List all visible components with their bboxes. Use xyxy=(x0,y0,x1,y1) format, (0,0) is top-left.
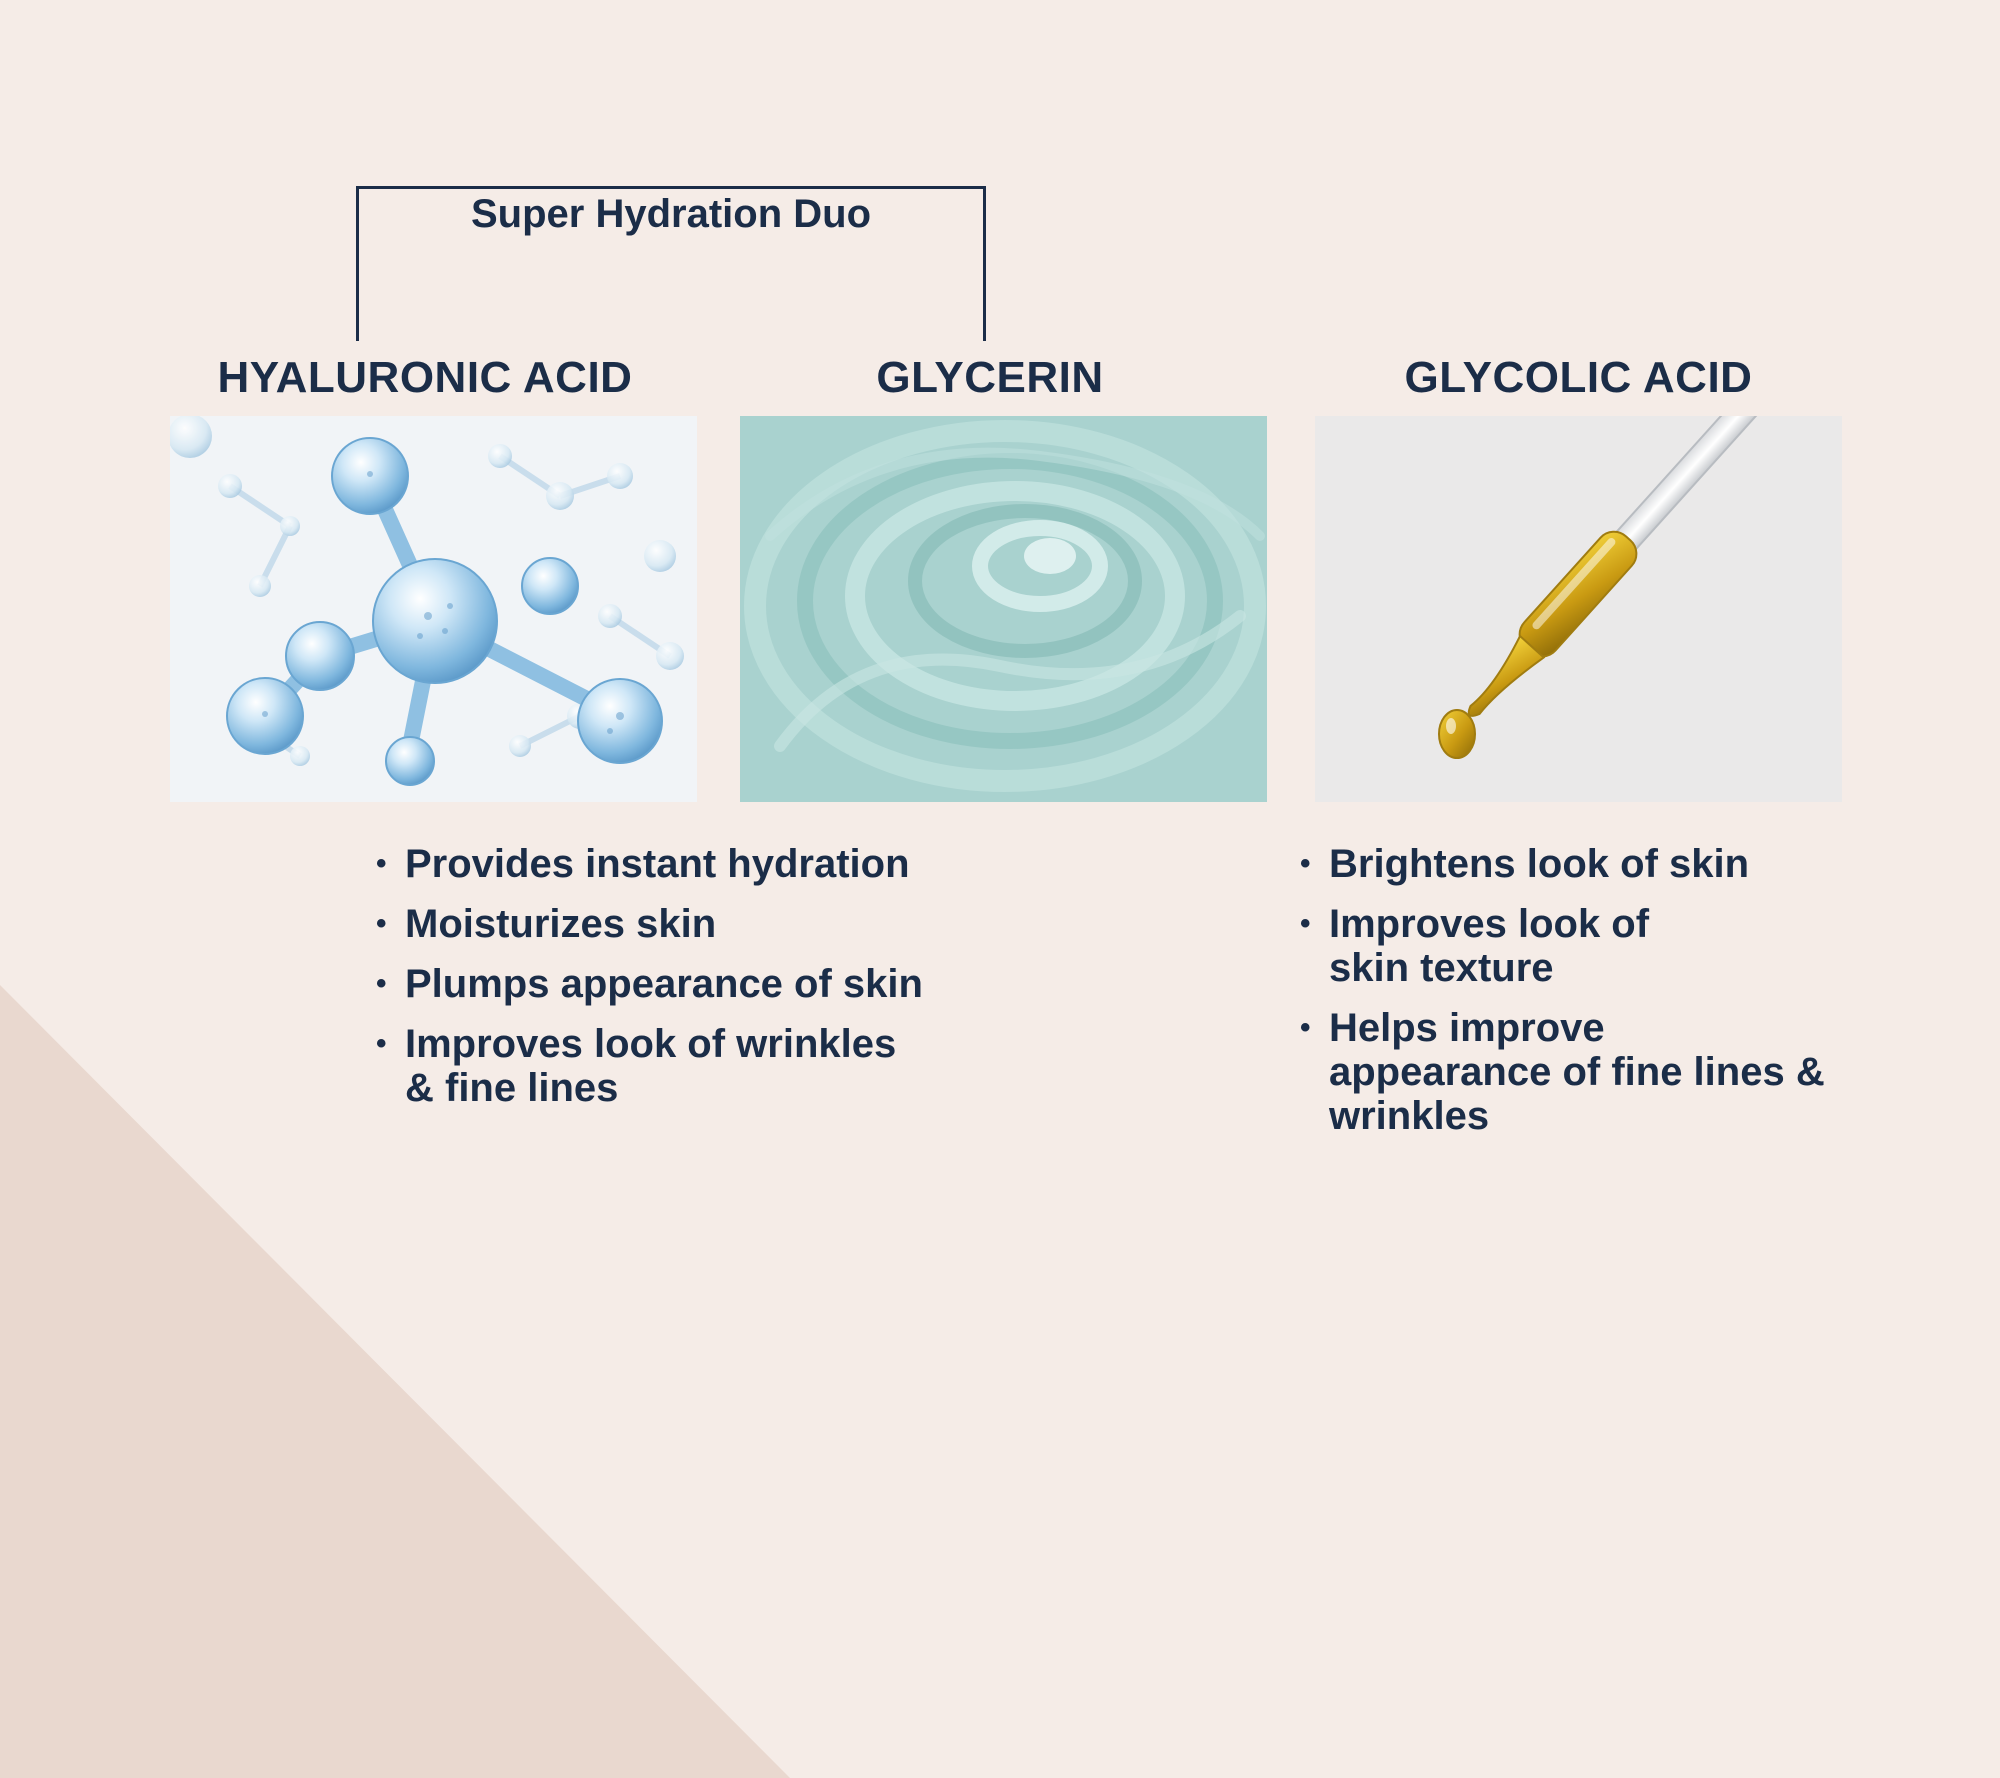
glycerin-title: GLYCERIN xyxy=(876,353,1104,402)
list-item: Helps improve appearance of fine lines &… xyxy=(1300,1006,1829,1138)
glycerin-image xyxy=(740,416,1267,802)
hydration-benefits-list: Provides instant hydration Moisturizes s… xyxy=(376,842,976,1126)
list-item: Brightens look of skin xyxy=(1300,842,1840,886)
list-item: Moisturizes skin xyxy=(376,902,976,946)
glycolic-benefits-list: Brightens look of skin Improves look of … xyxy=(1300,842,1840,1154)
super-hydration-bracket xyxy=(356,186,986,341)
list-item: Plumps appearance of skin xyxy=(376,962,976,1006)
hyaluronic-acid-image xyxy=(170,416,697,802)
list-item: Provides instant hydration xyxy=(376,842,976,886)
list-item: Improves look of wrinkles & fine lines xyxy=(376,1022,905,1110)
glycolic-acid-title: GLYCOLIC ACID xyxy=(1404,353,1753,402)
list-item: Improves look of skin texture xyxy=(1300,902,1689,990)
hyaluronic-acid-title: HYALURONIC ACID xyxy=(217,353,633,402)
glycolic-acid-image xyxy=(1315,416,1842,802)
super-hydration-label: Super Hydration Duo xyxy=(470,192,872,236)
